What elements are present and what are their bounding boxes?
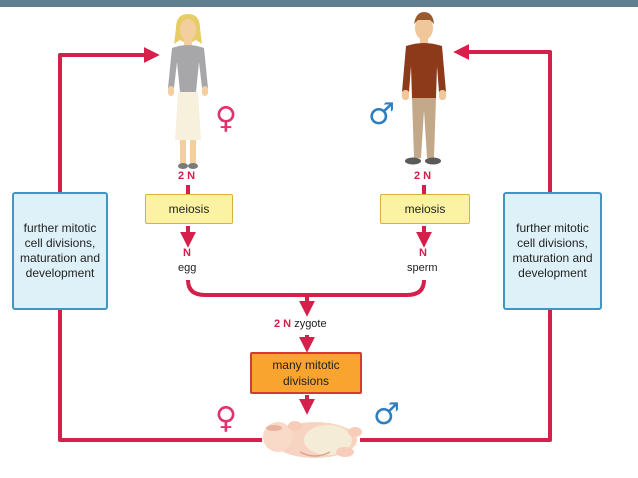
meiosis-box-right: meiosis: [380, 194, 470, 224]
left-development-box: further mitotic cell divisions, maturati…: [12, 192, 108, 310]
female-symbol-icon: ♀: [215, 401, 237, 436]
male-symbol-icon: ♂: [368, 97, 395, 132]
sperm-label: sperm: [407, 262, 438, 274]
zygote-label: 2 N zygote: [274, 318, 327, 330]
man-figure: [402, 12, 446, 165]
egg-ploidy-label: N: [183, 247, 191, 259]
woman-figure: [168, 14, 208, 169]
sperm-ploidy-label: N: [419, 247, 427, 259]
meiosis-box-left: meiosis: [145, 194, 233, 224]
baby-figure: [263, 421, 362, 458]
right-development-box: further mitotic cell divisions, maturati…: [503, 192, 602, 310]
male-symbol-icon: ♂: [373, 397, 400, 432]
man-ploidy-label: 2 N: [414, 170, 432, 182]
zygote-text: zygote: [294, 318, 327, 330]
top-bar: [0, 0, 638, 7]
gamete-merge-path: [186, 279, 426, 297]
woman-ploidy-label: 2 N: [178, 170, 196, 182]
zygote-ploidy-label: 2 N: [274, 318, 292, 330]
mitotic-divisions-box: many mitotic divisions: [250, 352, 362, 394]
female-symbol-icon: ♀: [215, 101, 237, 136]
egg-label: egg: [178, 262, 197, 274]
